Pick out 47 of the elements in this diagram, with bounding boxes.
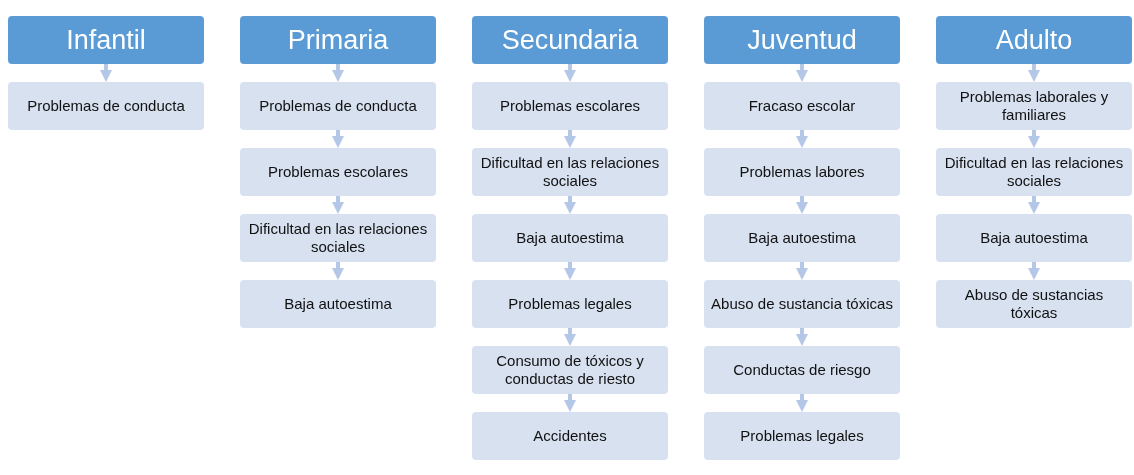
problem-box: Dificultad en las relaciones sociales (472, 148, 668, 196)
problem-box: Problemas de conducta (8, 82, 204, 130)
problem-box: Problemas escolares (240, 148, 436, 196)
arrow (332, 130, 344, 148)
arrow (1028, 262, 1040, 280)
arrow (796, 64, 808, 82)
arrow (564, 262, 576, 280)
arrow (564, 64, 576, 82)
stage-header: Juventud (704, 16, 900, 64)
arrow (332, 64, 344, 82)
problem-box: Problemas legales (704, 412, 900, 460)
arrow (796, 130, 808, 148)
problem-box: Problemas escolares (472, 82, 668, 130)
arrow (564, 196, 576, 214)
arrow (796, 394, 808, 412)
problem-box: Baja autoestima (472, 214, 668, 262)
arrow (1028, 196, 1040, 214)
problem-box: Fracaso escolar (704, 82, 900, 130)
arrow (564, 130, 576, 148)
problem-box: Baja autoestima (240, 280, 436, 328)
arrow (332, 262, 344, 280)
arrow (100, 64, 112, 82)
problem-box: Baja autoestima (936, 214, 1132, 262)
problem-box: Dificultad en las relaciones sociales (240, 214, 436, 262)
stage-header: Infantil (8, 16, 204, 64)
problem-box: Consumo de tóxicos y conductas de riesto (472, 346, 668, 394)
arrow (564, 394, 576, 412)
arrow (1028, 130, 1040, 148)
problem-box: Problemas legales (472, 280, 668, 328)
problem-box: Abuso de sustancia tóxicas (704, 280, 900, 328)
arrow (796, 196, 808, 214)
arrow (796, 328, 808, 346)
problem-box: Dificultad en las relaciones sociales (936, 148, 1132, 196)
problem-box: Abuso de sustancias tóxicas (936, 280, 1132, 328)
problem-box: Conductas de riesgo (704, 346, 900, 394)
problem-box: Problemas de conducta (240, 82, 436, 130)
arrow (332, 196, 344, 214)
arrow (564, 328, 576, 346)
problem-box: Problemas laborales y familiares (936, 82, 1132, 130)
arrow (1028, 64, 1040, 82)
arrow (796, 262, 808, 280)
stage-header: Adulto (936, 16, 1132, 64)
stage-header: Primaria (240, 16, 436, 64)
stage-header: Secundaria (472, 16, 668, 64)
problem-box: Problemas labores (704, 148, 900, 196)
problem-box: Baja autoestima (704, 214, 900, 262)
problem-box: Accidentes (472, 412, 668, 460)
